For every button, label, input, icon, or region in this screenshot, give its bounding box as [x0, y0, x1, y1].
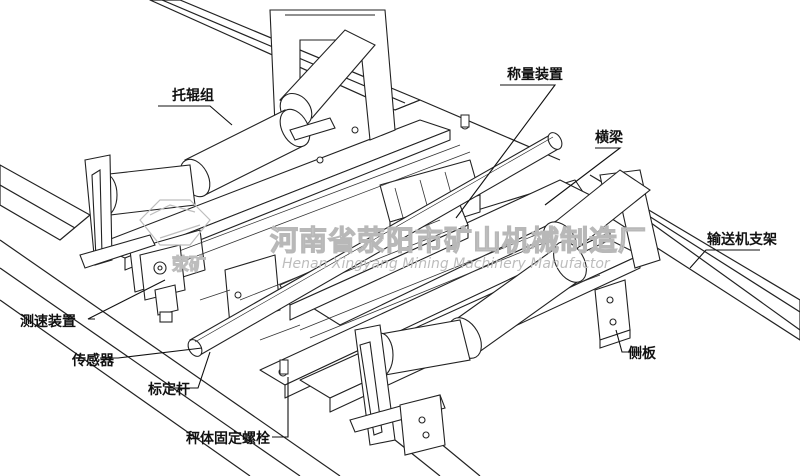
label-side-plate: 侧板	[628, 345, 657, 362]
watermark: 荥矿 河南省荥阳市矿山机械制造厂 Henan Xingyang Mining M…	[139, 199, 647, 276]
idler-group-front	[349, 169, 661, 456]
label-calibration-rod: 标定杆	[147, 381, 190, 398]
label-speed-device: 测速装置	[20, 313, 76, 330]
watermark-company-cn: 河南省荥阳市矿山机械制造厂	[270, 224, 647, 257]
calibration-rod	[187, 132, 563, 357]
watermark-logo: 荥矿	[139, 199, 211, 276]
label-cross-beam: 横梁	[595, 129, 624, 146]
side-plate	[594, 279, 631, 349]
label-idler-group: 托辊组	[172, 87, 214, 104]
label-scale-bolt: 秤体固定螺栓	[186, 430, 270, 447]
leader-lines	[87, 84, 760, 438]
watermark-company-en: Henan Xingyang Mining Machinery Manufact…	[282, 256, 611, 272]
label-sensor: 传感器	[71, 352, 115, 369]
label-conveyor-frame: 输送机支架	[707, 231, 777, 248]
speed-measuring-device	[139, 244, 186, 323]
watermark-logo-text: 荥矿	[172, 254, 206, 275]
callout-labels: 托辊组 称量装置 横梁 输送机支架 测速装置 传感器 标定杆 秤体固定螺栓 侧板	[20, 66, 777, 447]
label-weighing-device: 称量装置	[507, 66, 563, 83]
bolts	[234, 114, 470, 377]
